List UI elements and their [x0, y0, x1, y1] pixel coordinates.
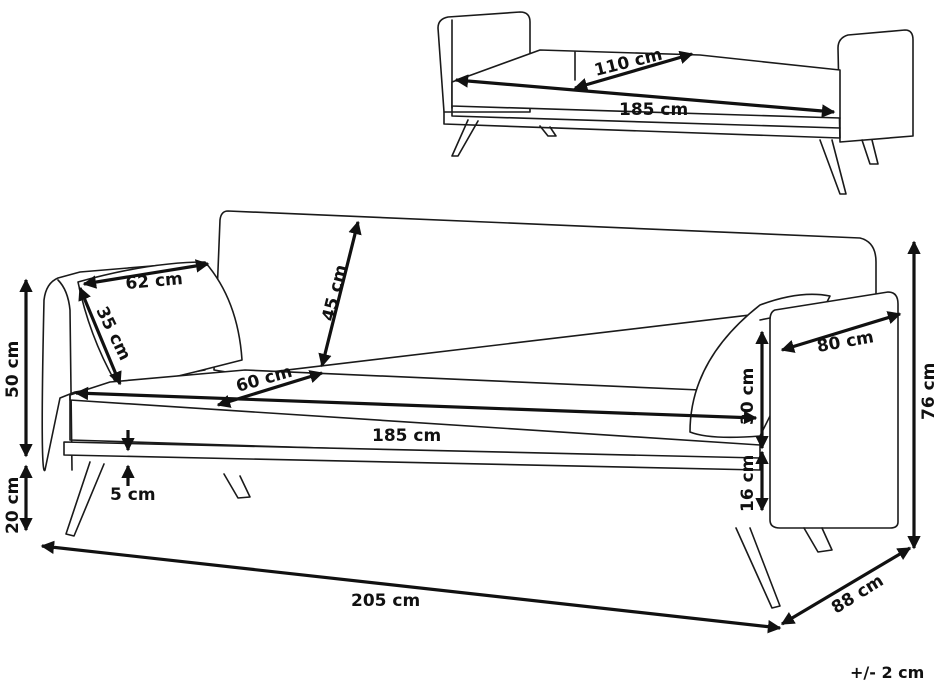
backrest-height-arrow [318, 220, 362, 368]
sofa-main-view: 62 cm 35 cm 45 cm 60 cm 185 cm 80 cm 30 … [3, 210, 939, 634]
base-board [63, 441, 761, 471]
sofa-leg [803, 527, 833, 553]
total-height-label: 76 cm [919, 363, 939, 420]
sofa-bed-view: 110 cm 185 cm [437, 11, 914, 195]
backrest [213, 210, 877, 376]
total-depth-arrow [780, 546, 912, 626]
seat-length-arrow [74, 386, 758, 425]
bed-leg [861, 139, 879, 165]
right-armrest [769, 291, 899, 529]
armrest-height-label: 30 cm [738, 368, 758, 425]
armrest-depth-arrow [780, 311, 902, 353]
clearance-label: 5 cm [110, 485, 156, 505]
bed-leg [451, 119, 479, 157]
sofa-leg [735, 527, 781, 609]
total-width-arrow [40, 540, 782, 634]
seat-length-label: 185 cm [372, 426, 441, 446]
bed-right-armrest [837, 29, 914, 143]
bed-length-label: 185 cm [619, 100, 688, 120]
pillow-height-arrow [78, 286, 122, 386]
leg-height-label: 20 cm [3, 477, 23, 534]
seat-height-label: 50 cm [3, 341, 23, 398]
sofa-leg [65, 461, 105, 537]
bed-leg [539, 125, 557, 137]
total-width-label: 205 cm [351, 591, 420, 611]
tolerance-note: +/- 2 cm [850, 663, 924, 682]
pillow-width-label: 62 cm [125, 269, 184, 294]
sofa-leg [223, 473, 251, 499]
pillow-width-arrow [82, 259, 210, 289]
bed-length-arrow [454, 74, 836, 118]
base-height-label: 16 cm [738, 455, 758, 512]
bed-leg [819, 139, 847, 195]
